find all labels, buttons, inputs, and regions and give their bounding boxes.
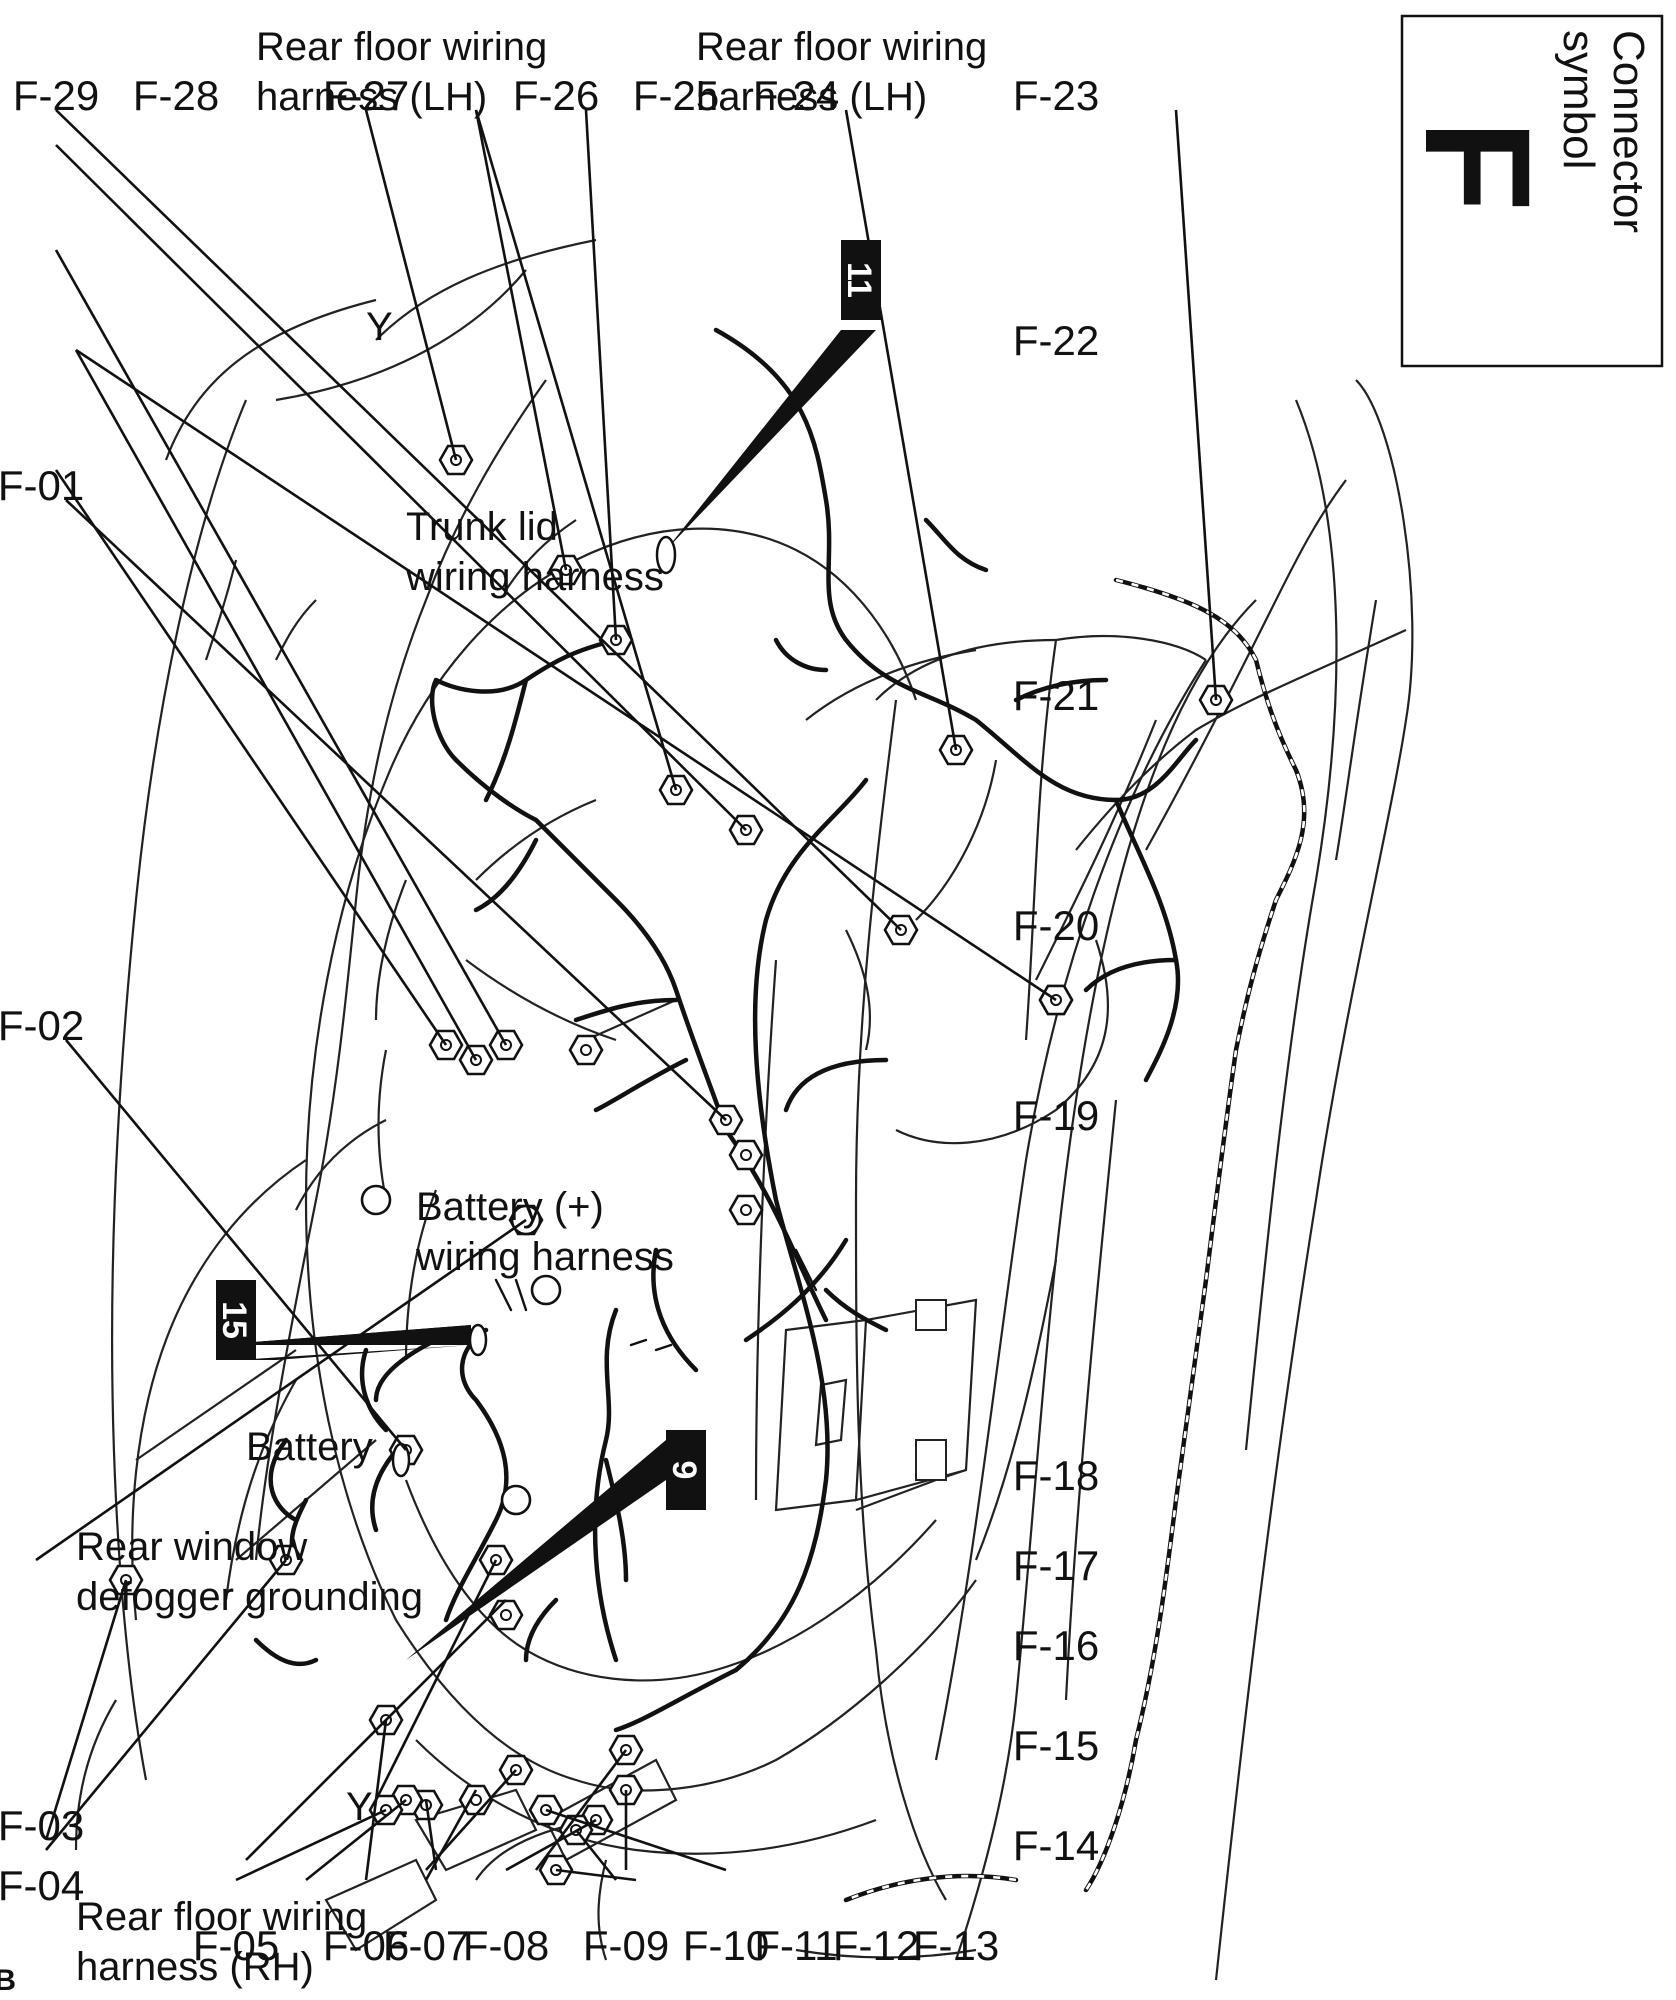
- label-f-14: F-14: [1013, 1822, 1099, 1869]
- label-f-01: F-01: [0, 462, 84, 509]
- ground-ref-15: 15: [215, 1280, 488, 1360]
- connectors: [108, 444, 1234, 1886]
- harness-main: [359, 777, 889, 1733]
- y-label-right: Y: [346, 1785, 373, 1829]
- label-f-17: F-17: [1013, 1542, 1099, 1589]
- rear-floor-lh-2-line2: harness (LH): [256, 75, 487, 119]
- label-f-06: F-06: [323, 1922, 409, 1969]
- harness-rear-floor-lh-dashed: [843, 577, 1307, 1903]
- label-f-09: F-09: [583, 1922, 669, 1969]
- vehicle-body-outline: [74, 238, 1414, 1981]
- label-f-18: F-18: [1013, 1452, 1099, 1499]
- label-f-16: F-16: [1013, 1622, 1099, 1669]
- connector-symbol-box: Connector symbol F: [1394, 14, 1664, 368]
- label-f-19: F-19: [1013, 1092, 1099, 1139]
- label-f-04: F-04: [0, 1862, 84, 1909]
- label-f-24: F-24: [753, 72, 839, 119]
- rear-floor-lh-2-line1: Rear floor wiring: [256, 25, 547, 69]
- leader-lines: [35, 109, 1218, 1882]
- label-f-11: F-11: [754, 1922, 837, 1969]
- ground-ref-9-label: 9: [665, 1461, 703, 1480]
- label-f-02: F-02: [0, 1002, 84, 1049]
- rear-floor-lh-1-line1: Rear floor wiring: [696, 25, 987, 69]
- ground-ref-15-label: 15: [215, 1301, 253, 1339]
- label-f-05: F-05: [193, 1922, 279, 1969]
- rear-floor-rh-line1: Rear floor wiring: [76, 1895, 367, 1939]
- label-f-10: F-10: [683, 1922, 769, 1969]
- ground-ref-11: 11: [655, 240, 881, 575]
- label-f-13: F-13: [913, 1922, 999, 1969]
- label-f-15: F-15: [1013, 1722, 1099, 1769]
- label-f-07: F-07: [383, 1922, 469, 1969]
- figure-code: AC708221AB: [0, 1964, 16, 1997]
- label-f-23: F-23: [1013, 72, 1099, 119]
- battery-label: Battery: [246, 1425, 373, 1469]
- rear-floor-lh-1-line2: harness (LH): [696, 75, 927, 119]
- harness-callouts: Rear floor wiring harness (LH) Rear floo…: [76, 25, 987, 1989]
- label-f-29: F-29: [13, 72, 99, 119]
- connector-symbol-letter: F: [1394, 120, 1562, 212]
- label-f-08: F-08: [463, 1922, 549, 1969]
- connector-label-group: F-01 F-02 F-03 F-04 F-05 F-06 F-07 F-08 …: [0, 72, 1099, 1969]
- ground-ref-9: 9: [391, 1430, 706, 1660]
- label-f-27: F-27: [323, 72, 409, 119]
- harness-trunk-lid: [429, 637, 729, 1133]
- harness-rear-floor-lh: [713, 327, 1199, 1083]
- battery-plus-line2: wiring harness: [415, 1235, 674, 1279]
- label-f-26: F-26: [513, 72, 599, 119]
- connector-symbol-caption-1: Connector: [1604, 30, 1653, 233]
- label-f-28: F-28: [133, 72, 219, 119]
- y-label-top: Y: [366, 305, 393, 349]
- label-f-12: F-12: [833, 1922, 919, 1969]
- ground-ref-11-label: 11: [840, 262, 878, 298]
- battery-plus-line1: Battery (+): [416, 1185, 604, 1229]
- rear-defogger-line1: Rear window: [76, 1525, 307, 1569]
- connector-symbol-caption-2: symbol: [1554, 30, 1603, 169]
- label-f-03: F-03: [0, 1802, 84, 1849]
- harness-rear-floor-rh: [253, 1307, 673, 1667]
- rear-floor-rh-line2: harness (RH): [76, 1945, 314, 1989]
- label-f-21: F-21: [1013, 672, 1099, 719]
- label-f-22: F-22: [1013, 317, 1099, 364]
- trunk-lid-line2: wiring harness: [405, 555, 664, 599]
- label-f-25: F-25: [633, 72, 719, 119]
- label-f-20: F-20: [1013, 902, 1099, 949]
- trunk-lid-line1: Trunk lid: [406, 505, 558, 549]
- rear-defogger-line2: defogger grounding: [76, 1575, 423, 1619]
